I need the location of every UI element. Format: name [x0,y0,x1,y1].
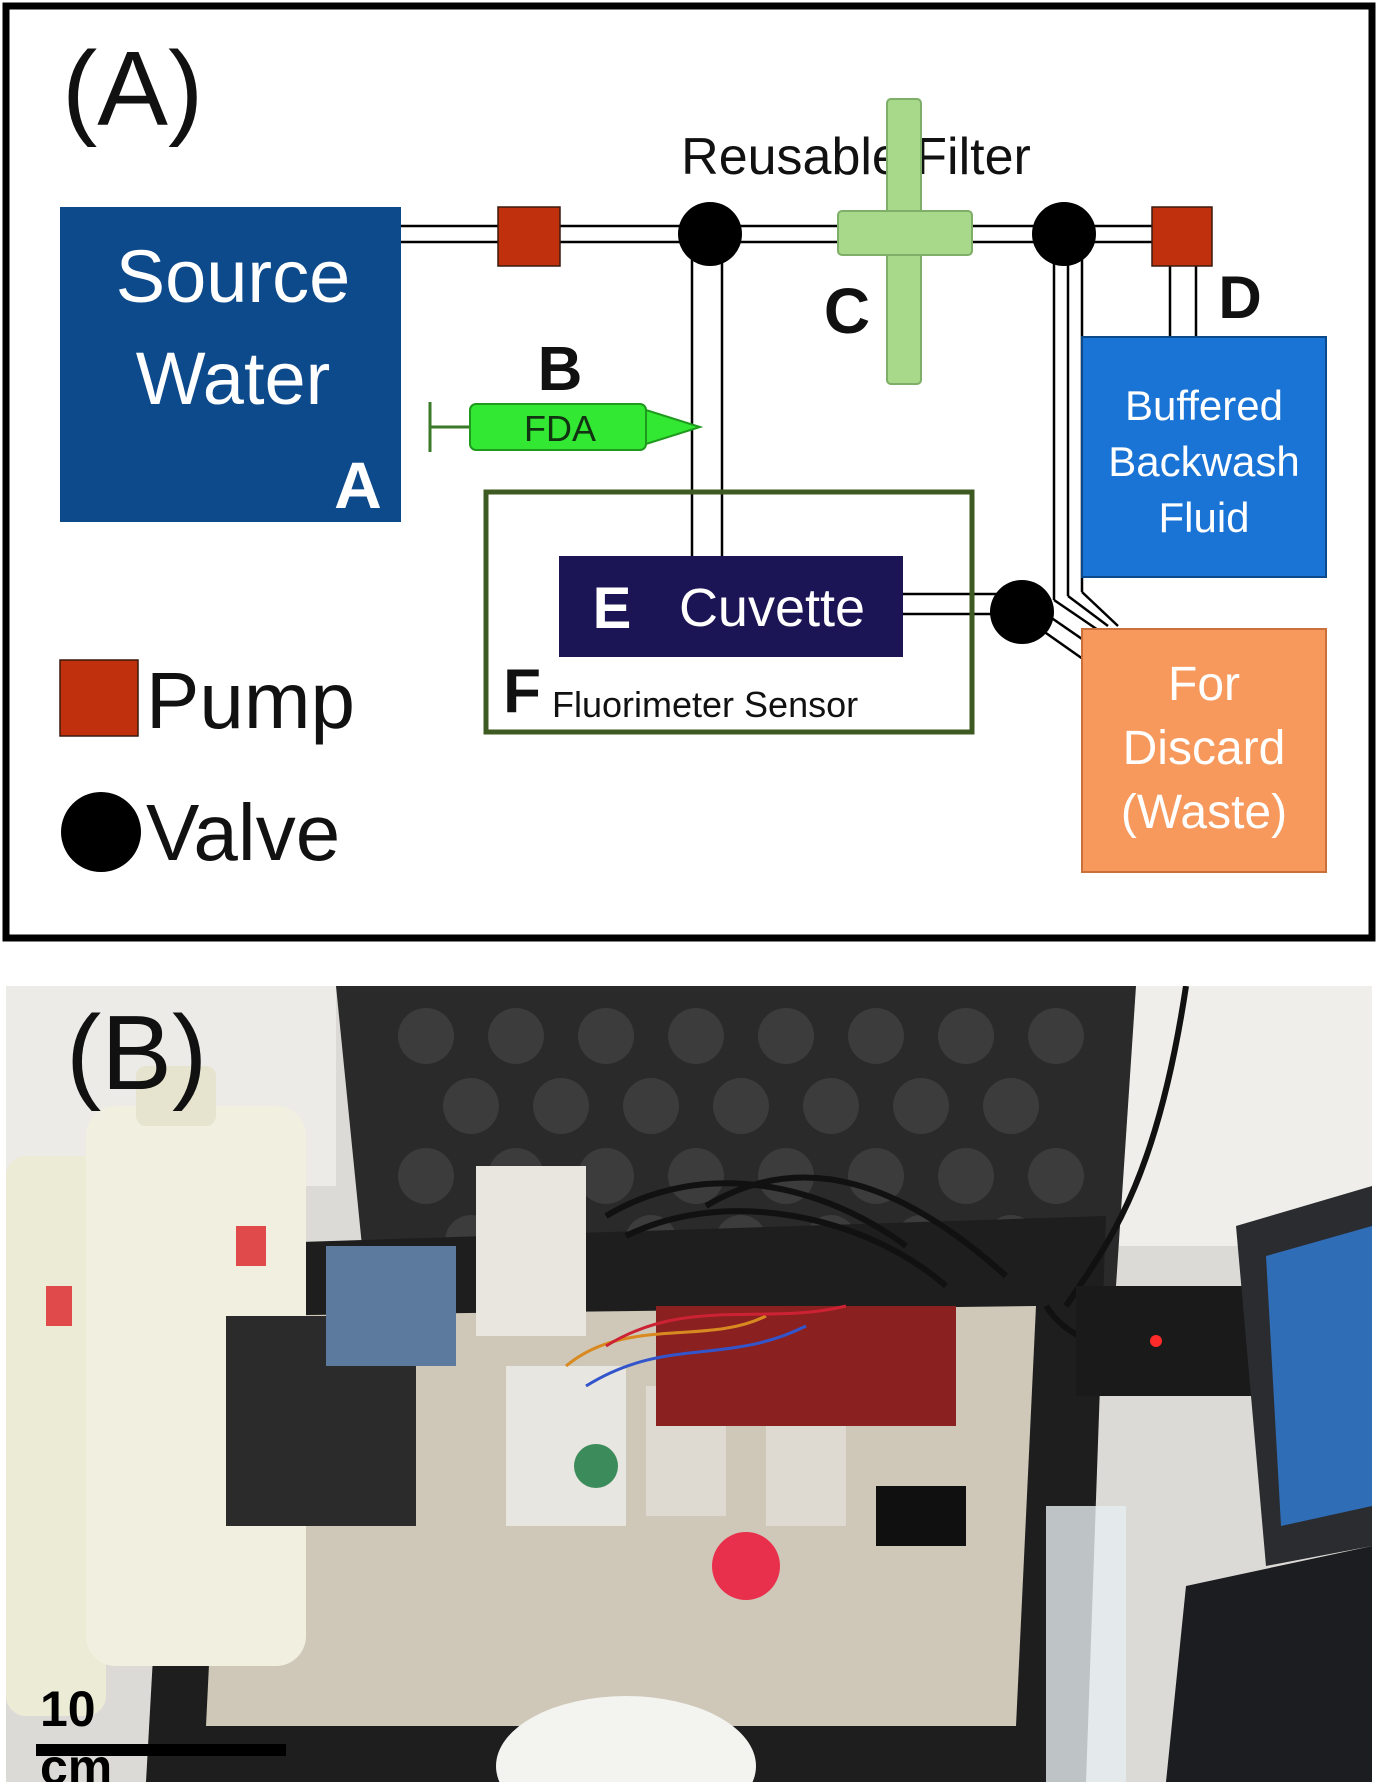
controller-led [1150,1335,1162,1347]
source-water-line1: Source [116,235,350,318]
sensor-label: Fluorimeter Sensor [552,684,858,725]
valve-2 [1032,202,1096,266]
backwash-letter: D [1218,264,1261,331]
bottom-bottle [496,1696,756,1782]
photo-illustration [6,986,1372,1782]
source-water-line2: Water [136,337,331,420]
syringe-letter: B [538,335,583,404]
scale-bar-label: 10 cm [40,1681,113,1782]
laptop [1166,1186,1372,1782]
legend: Pump Valve [59,656,355,877]
discard-line2: Discard [1123,722,1286,775]
syringe-icon: FDA [428,402,704,452]
discard-box: For Discard (Waste) [1081,628,1327,873]
discard-line1: For [1168,658,1240,711]
cuvette-letter: E [593,576,632,641]
legend-valve-label: Valve [146,788,340,877]
panel-label-a: (A) [62,30,203,148]
backwash-line1: Buffered [1125,382,1283,429]
controller-box [1076,1286,1256,1396]
discard-line3: (Waste) [1121,786,1287,839]
sensor-letter: F [503,657,541,726]
backwash-line2: Backwash [1108,438,1299,485]
cuvette-label: Cuvette [679,578,865,638]
pump-2 [1151,206,1213,267]
backwash-box: Buffered Backwash Fluid [1081,336,1327,578]
syringe-label: FDA [524,408,596,449]
reusable-filter-cross [837,98,973,385]
filter-letter: C [824,275,870,347]
source-water-box: Source Water A [60,207,401,522]
scale-bar-line [36,1744,286,1756]
schematic-panel: (A) Source Water A Reusable Filte [2,2,1376,942]
fluorimeter-sensor-frame [483,489,975,735]
schematic-svg: (A) Source Water A Reusable Filte [2,2,1376,942]
valve-1 [678,202,742,266]
legend-valve-swatch [61,792,141,872]
reusable-filter-label: Reusable Filter [681,128,1031,186]
colored-wires [565,1304,847,1388]
cuvette-box: E Cuvette [559,556,903,657]
photo-panel: (B) 10 cm [6,986,1372,1782]
panel-label-b: (B) [66,994,208,1112]
source-water-letter: A [334,448,382,522]
legend-pump-swatch [59,659,139,737]
backwash-line3: Fluid [1158,494,1249,541]
valve-3 [990,580,1054,644]
legend-pump-label: Pump [146,656,355,745]
pump-1 [497,206,561,267]
